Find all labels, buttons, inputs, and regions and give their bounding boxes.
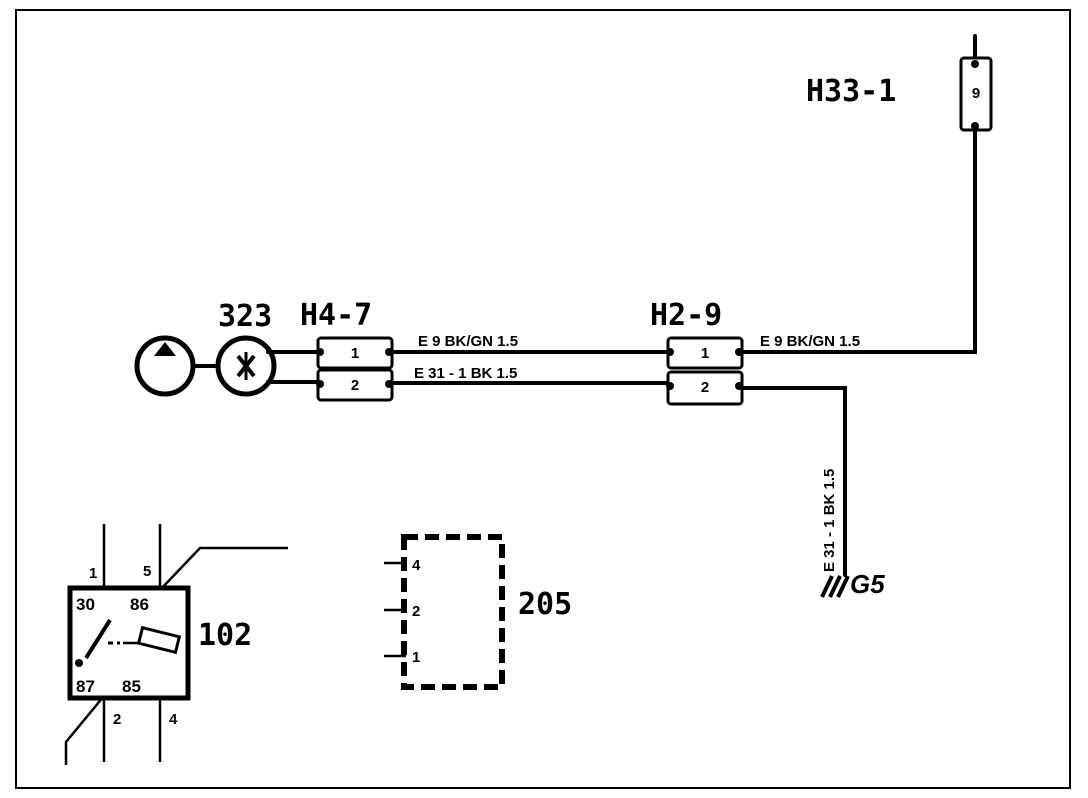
component-323-label: 323 xyxy=(218,299,272,334)
connector-h4-7: 1 2 H4-7 xyxy=(300,298,394,402)
relay-pin-1: 1 xyxy=(89,565,97,582)
ground-g5-label: G5 xyxy=(850,569,885,599)
device-round-left xyxy=(134,335,220,397)
wire-label-e9-right: E 9 BK/GN 1.5 xyxy=(760,333,860,350)
connector-h2-9-label: H2-9 xyxy=(650,298,722,333)
relay-label: 102 xyxy=(198,618,252,653)
connector-h2-9-pin-2: 2 xyxy=(701,379,709,396)
relay-terminal-30: 30 xyxy=(76,595,95,614)
connector-h4-7-label: H4-7 xyxy=(300,298,372,333)
relay-pin-4: 4 xyxy=(169,711,178,728)
component-205-pin-2: 2 xyxy=(412,603,420,620)
relay-pin-5: 5 xyxy=(143,563,151,580)
relay-terminal-87: 87 xyxy=(76,677,95,696)
component-205-label: 205 xyxy=(518,587,572,622)
connector-h4-7-pin-1: 1 xyxy=(351,345,359,362)
component-205-pin-1: 1 xyxy=(412,649,420,666)
diagram-border xyxy=(15,9,1071,789)
connector-h2-9-pin-1: 1 xyxy=(701,345,709,362)
connector-h33-1-pin: 9 xyxy=(972,85,980,102)
wire-label-e31-left: E 31 - 1 BK 1.5 xyxy=(414,365,517,382)
relay-terminal-86: 86 xyxy=(130,595,149,614)
connector-h2-9: 1 2 H2-9 xyxy=(650,298,744,406)
wire-e9-right xyxy=(740,128,977,354)
wire-e31-right xyxy=(740,386,847,577)
component-205-pin-4: 4 xyxy=(412,557,421,574)
connector-h4-7-pin-2: 2 xyxy=(351,377,359,394)
component-323: 323 xyxy=(215,299,320,397)
connector-h33-1: 9 H33-1 xyxy=(806,34,993,132)
connector-h33-1-label: H33-1 xyxy=(806,74,896,109)
wire-label-e9-left: E 9 BK/GN 1.5 xyxy=(418,333,518,350)
relay-pin-2: 2 xyxy=(113,711,121,728)
ground-g5: G5 xyxy=(820,569,885,599)
relay-terminal-85: 85 xyxy=(122,677,141,696)
relay-102: 30 86 87 85 1 5 2 4 102 xyxy=(64,524,288,765)
component-205: 4 2 1 205 xyxy=(384,534,572,690)
wire-label-e31-vertical: E 31 - 1 BK 1.5 xyxy=(821,469,838,572)
